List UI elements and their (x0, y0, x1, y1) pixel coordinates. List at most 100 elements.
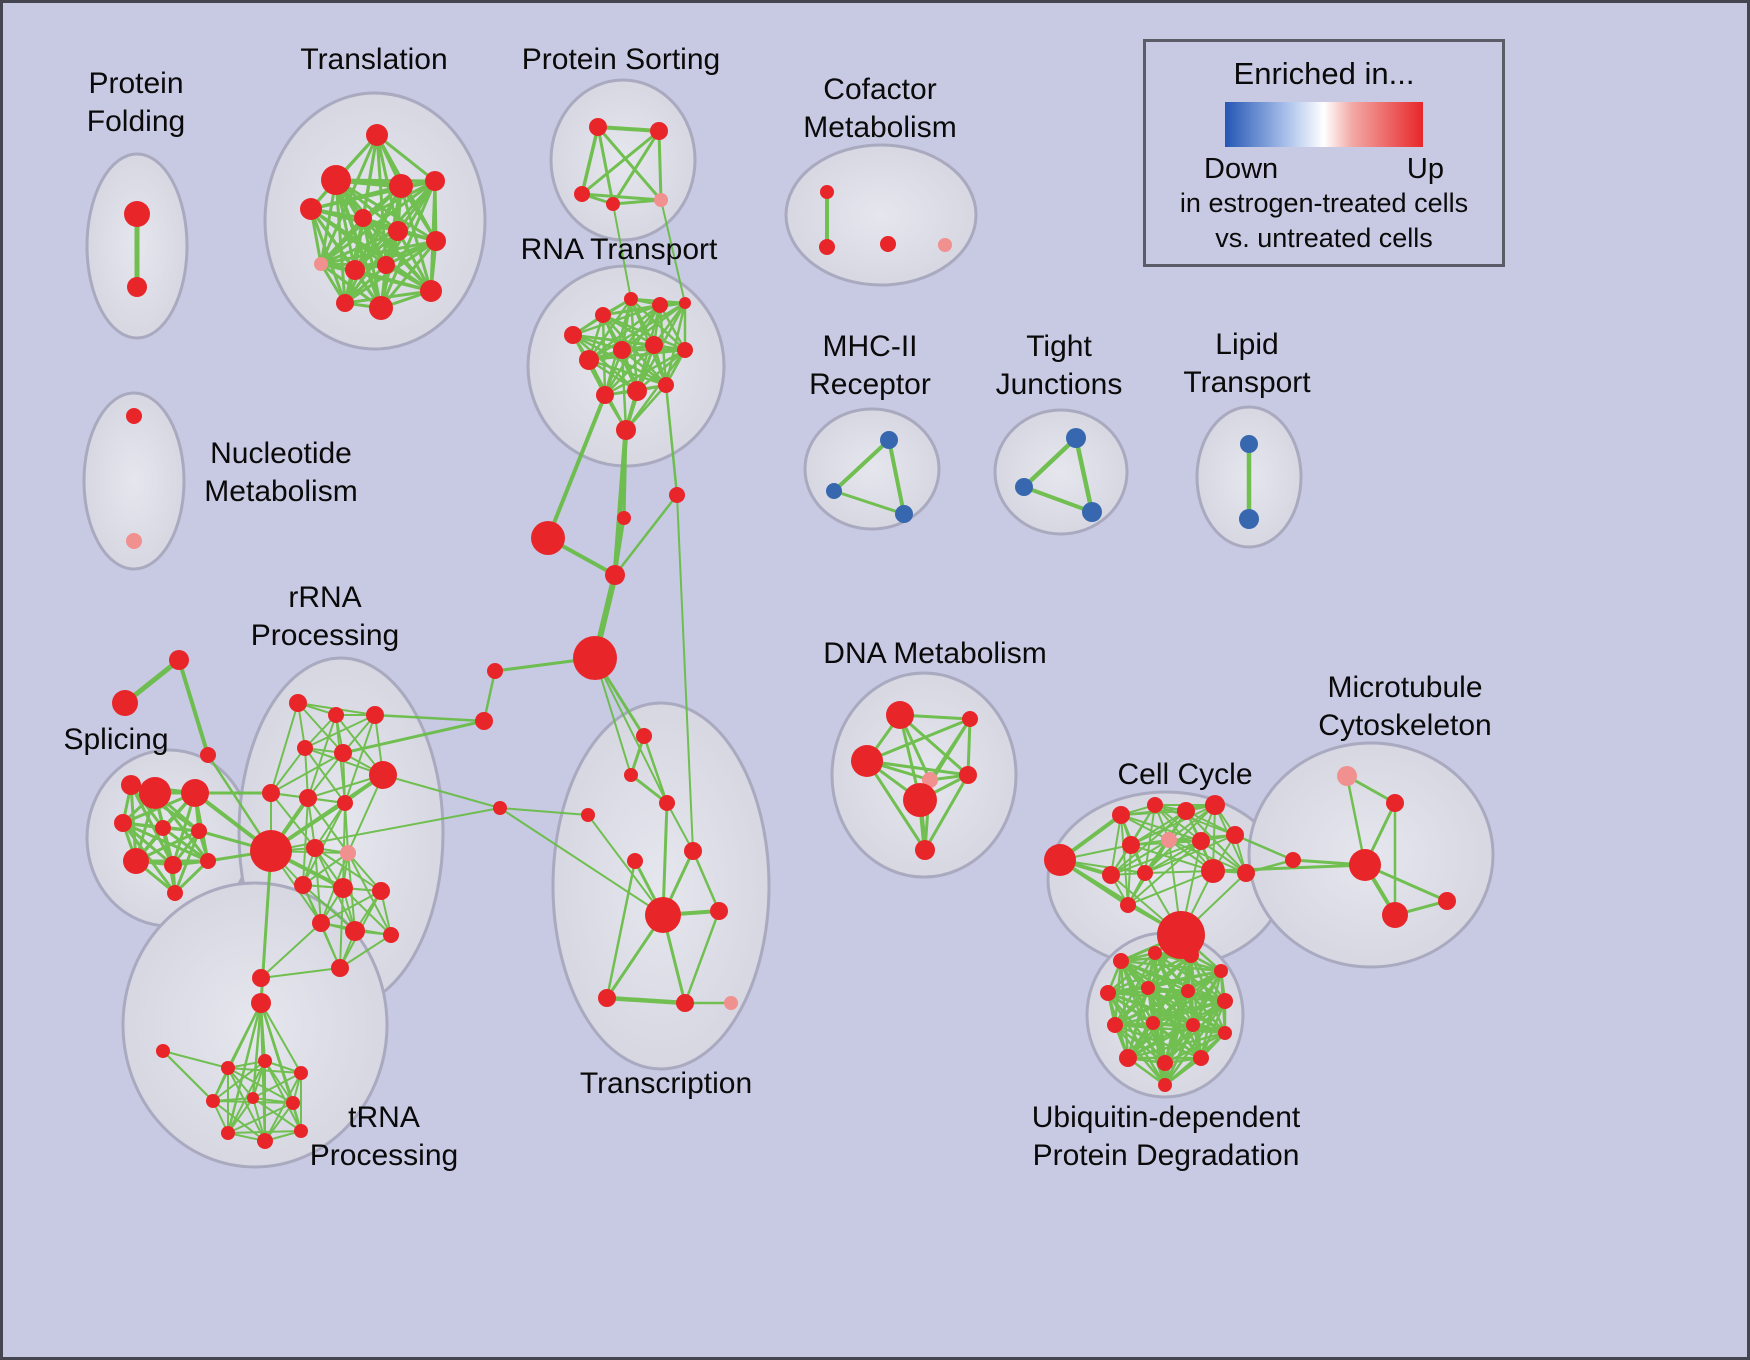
node-mc6[interactable] (1382, 902, 1408, 928)
node-fx1[interactable] (169, 650, 189, 670)
node-t11[interactable] (377, 256, 395, 274)
node-rr3[interactable] (366, 706, 384, 724)
node-ub9[interactable] (1107, 1017, 1123, 1033)
node-ps5[interactable] (654, 193, 668, 207)
node-ub14[interactable] (1157, 1055, 1173, 1071)
node-sp6[interactable] (191, 823, 207, 839)
node-t14[interactable] (420, 280, 442, 302)
node-tr7[interactable] (247, 1092, 259, 1104)
node-rr1[interactable] (289, 694, 307, 712)
node-tc9[interactable] (598, 989, 616, 1007)
node-dm6[interactable] (903, 783, 937, 817)
node-ub13[interactable] (1119, 1049, 1137, 1067)
node-rr16[interactable] (312, 914, 330, 932)
node-dm5[interactable] (959, 766, 977, 784)
node-rr10[interactable] (250, 830, 292, 872)
node-rt13[interactable] (616, 420, 636, 440)
node-sp2[interactable] (139, 777, 171, 809)
node-cn1[interactable] (531, 521, 565, 555)
node-ub6[interactable] (1141, 981, 1155, 995)
node-cm3[interactable] (880, 236, 896, 252)
node-dm4[interactable] (922, 772, 938, 788)
node-t3[interactable] (300, 198, 322, 220)
node-tr4[interactable] (258, 1054, 272, 1068)
node-rt10[interactable] (596, 386, 614, 404)
node-mh2[interactable] (826, 483, 842, 499)
node-mc1[interactable] (1337, 766, 1357, 786)
node-sp9[interactable] (200, 853, 216, 869)
node-ps3[interactable] (574, 186, 590, 202)
node-rr15[interactable] (372, 882, 390, 900)
node-rr11[interactable] (306, 839, 324, 857)
node-rr8[interactable] (299, 789, 317, 807)
node-cc14[interactable] (1120, 897, 1136, 913)
node-rt4[interactable] (652, 297, 668, 313)
node-cc9[interactable] (1226, 826, 1244, 844)
node-ub5[interactable] (1100, 985, 1116, 1001)
node-tc10[interactable] (676, 994, 694, 1012)
node-rr6[interactable] (369, 761, 397, 789)
node-t12[interactable] (336, 294, 354, 312)
node-fx2[interactable] (112, 690, 138, 716)
node-sp4[interactable] (114, 814, 132, 832)
node-tc8[interactable] (710, 902, 728, 920)
node-lt1[interactable] (1240, 435, 1258, 453)
node-rt7[interactable] (613, 341, 631, 359)
node-dm3[interactable] (851, 745, 883, 777)
node-cc7[interactable] (1161, 832, 1177, 848)
node-ub12[interactable] (1218, 1026, 1232, 1040)
node-mc2[interactable] (1386, 794, 1404, 812)
node-ub11[interactable] (1186, 1018, 1200, 1032)
node-sp7[interactable] (123, 848, 149, 874)
node-cc1[interactable] (1044, 844, 1076, 876)
node-tr3[interactable] (221, 1061, 235, 1075)
node-tj3[interactable] (1082, 502, 1102, 522)
node-cn3[interactable] (617, 511, 631, 525)
node-ps4[interactable] (606, 197, 620, 211)
node-rt11[interactable] (627, 381, 647, 401)
node-t13[interactable] (369, 296, 393, 320)
node-mc3[interactable] (1285, 852, 1301, 868)
node-rt6[interactable] (579, 350, 599, 370)
node-tc1[interactable] (636, 728, 652, 744)
node-t10[interactable] (345, 260, 365, 280)
node-rr17[interactable] (345, 921, 365, 941)
node-tr1[interactable] (251, 993, 271, 1013)
node-t4[interactable] (389, 174, 413, 198)
node-tr6[interactable] (206, 1094, 220, 1108)
node-t5[interactable] (425, 171, 445, 191)
node-cc4[interactable] (1177, 802, 1195, 820)
node-dm1[interactable] (886, 701, 914, 729)
node-rt2[interactable] (595, 307, 611, 323)
node-rr13[interactable] (294, 876, 312, 894)
node-sp10[interactable] (167, 885, 183, 901)
node-rr9[interactable] (337, 795, 353, 811)
node-rt8[interactable] (645, 336, 663, 354)
node-fx3[interactable] (200, 747, 216, 763)
node-rr19[interactable] (331, 959, 349, 977)
node-c1[interactable] (487, 663, 503, 679)
node-ub16[interactable] (1158, 1078, 1172, 1092)
node-rr14[interactable] (333, 878, 353, 898)
node-t6[interactable] (354, 209, 372, 227)
node-rt9[interactable] (677, 342, 693, 358)
node-tc3[interactable] (659, 795, 675, 811)
node-t2[interactable] (321, 165, 351, 195)
node-rt1[interactable] (564, 326, 582, 344)
node-mc4[interactable] (1349, 849, 1381, 881)
node-pf2[interactable] (127, 277, 147, 297)
node-cn4[interactable] (605, 565, 625, 585)
node-cc5[interactable] (1205, 795, 1225, 815)
node-tc4[interactable] (581, 808, 595, 822)
node-rt3[interactable] (624, 292, 638, 306)
node-tj2[interactable] (1015, 478, 1033, 496)
node-tr9[interactable] (221, 1126, 235, 1140)
node-tr11[interactable] (294, 1124, 308, 1138)
node-rr2[interactable] (328, 707, 344, 723)
node-lt2[interactable] (1239, 509, 1259, 529)
node-cm1[interactable] (820, 185, 834, 199)
node-t8[interactable] (426, 231, 446, 251)
node-sp1[interactable] (121, 775, 141, 795)
node-rr18[interactable] (383, 927, 399, 943)
node-t7[interactable] (388, 221, 408, 241)
